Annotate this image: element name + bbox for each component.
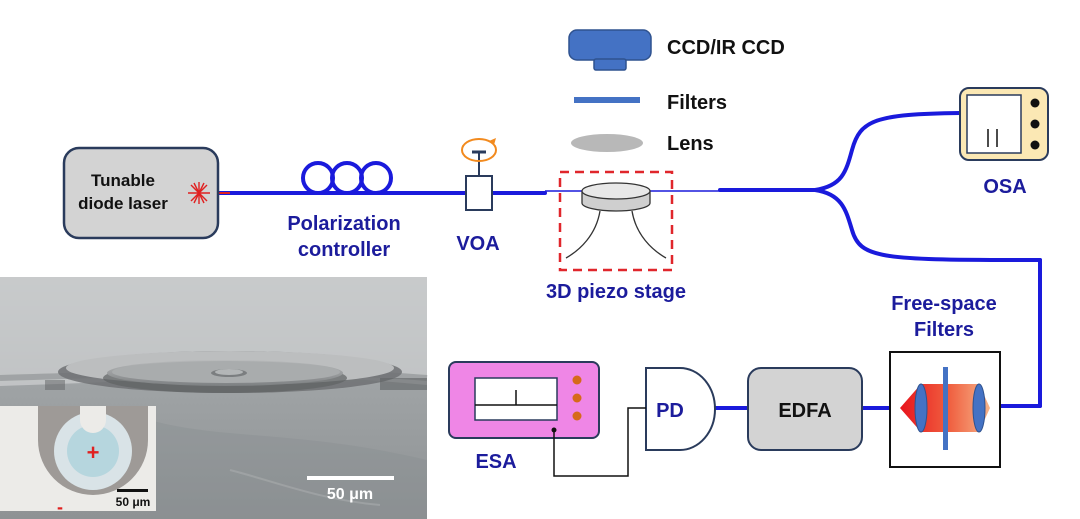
- inset-minus-label: -: [57, 497, 63, 517]
- legend: CCD/IR CCD Filters Lens: [568, 29, 785, 155]
- knob-icon: [1030, 98, 1040, 108]
- sem-inset: + - 50 μm: [0, 406, 156, 517]
- electrical-cable: [553, 407, 646, 477]
- free-space-label-line1: Free-space: [891, 293, 997, 315]
- filter-icon: [943, 367, 948, 450]
- knob-icon: [572, 411, 582, 421]
- voa-label: VOA: [456, 233, 499, 255]
- polarization-loop: [301, 161, 335, 195]
- sem-scale-bar: [307, 476, 394, 480]
- edfa-label: EDFA: [778, 400, 831, 422]
- esa[interactable]: [448, 361, 600, 439]
- legend-ccd-label: CCD/IR CCD: [667, 37, 785, 59]
- inset-plus-label: +: [87, 440, 100, 465]
- esa-label: ESA: [475, 451, 516, 473]
- fiber-paths: [216, 111, 1042, 410]
- polarization-loop: [330, 161, 364, 195]
- ccd-camera-icon: [568, 29, 652, 71]
- free-space-filters[interactable]: [889, 351, 1001, 468]
- piezo-stage[interactable]: [558, 170, 674, 272]
- pd-label: PD: [656, 400, 684, 422]
- laser-spark-icon: [188, 182, 210, 204]
- photodetector[interactable]: PD: [645, 367, 716, 451]
- inset-scale-label: 50 μm: [116, 495, 151, 509]
- sem-image: 50 μm: [0, 277, 428, 519]
- rotation-arrow-icon: [461, 138, 497, 162]
- polarization-label-line2: controller: [298, 239, 390, 261]
- stage-label: 3D piezo stage: [546, 281, 686, 303]
- osa-label: OSA: [983, 176, 1026, 198]
- lens-icon: [914, 383, 928, 433]
- knob-icon: [1030, 140, 1040, 150]
- microdisk-icon: [565, 182, 667, 259]
- free-space-label-line2: Filters: [914, 319, 974, 341]
- knob-icon: [572, 393, 582, 403]
- tunable-laser[interactable]: Tunable diode laser: [62, 146, 220, 240]
- inset-scale-bar: [117, 489, 148, 492]
- lens-icon: [972, 383, 986, 433]
- polarization-label-line1: Polarization: [287, 213, 400, 235]
- knob-icon: [572, 375, 582, 385]
- laser-label-line1: Tunable: [91, 171, 155, 190]
- voa[interactable]: [461, 138, 497, 211]
- laser-label-line2: diode laser: [78, 194, 168, 213]
- sem-scale-label: 50 μm: [327, 486, 373, 503]
- osa[interactable]: [959, 87, 1049, 161]
- legend-filters-label: Filters: [667, 92, 727, 114]
- filter-legend-icon: [574, 97, 640, 103]
- knob-icon: [1030, 119, 1040, 129]
- lens-legend-icon: [571, 134, 643, 152]
- edfa[interactable]: EDFA: [747, 367, 863, 451]
- legend-lens-label: Lens: [667, 133, 714, 155]
- polarization-loop: [359, 161, 393, 195]
